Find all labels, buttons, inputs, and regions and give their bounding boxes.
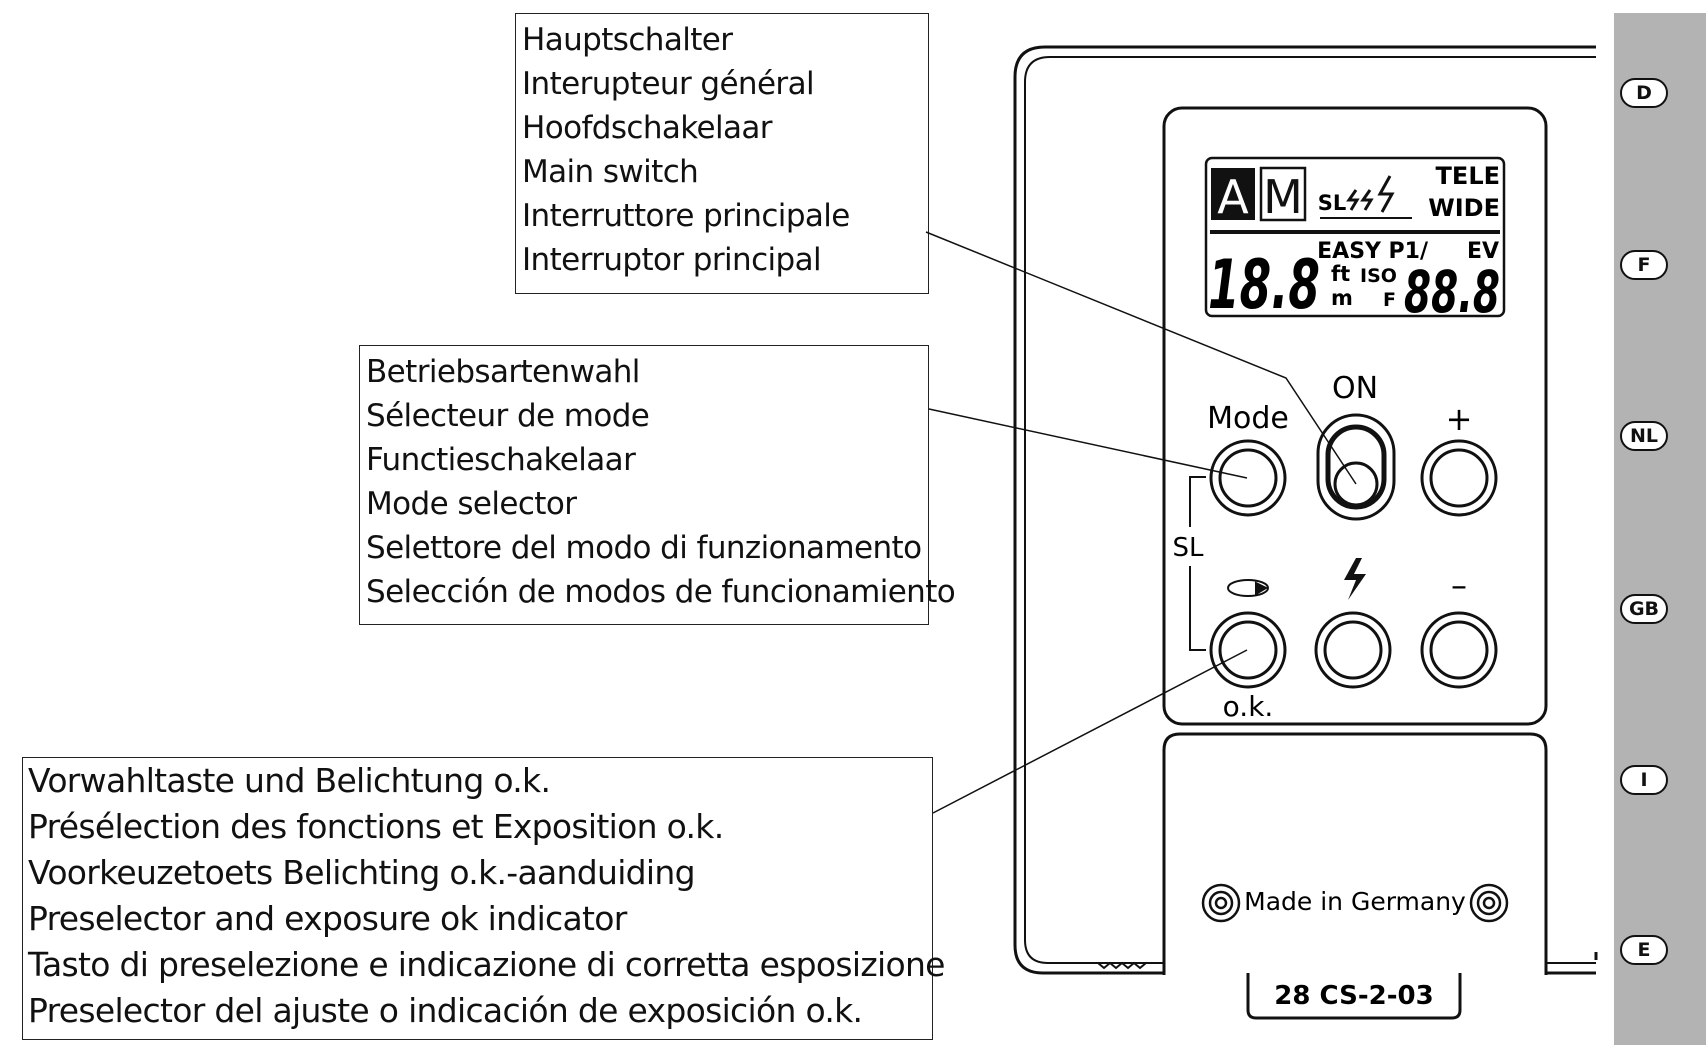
lcd-mode-m-box <box>1259 166 1307 222</box>
preselect-ok-button <box>1209 611 1287 689</box>
lcd-iso: ISO <box>1360 265 1397 287</box>
device-housing <box>1013 45 1598 975</box>
language-badge-e[interactable]: E <box>1620 935 1668 965</box>
callout-mode-selector: Betriebsartenwahl Sélecteur de mode Func… <box>359 345 956 625</box>
on-label: ON <box>1332 371 1378 406</box>
sl-bracket <box>1189 476 1206 651</box>
leader-main-switch <box>925 231 1357 485</box>
lcd-display: A M SL TELE WIDE EASY P1/ EV 18.8 ft m I… <box>1204 156 1506 326</box>
lcd-right-digits: 88.8 <box>1404 258 1500 326</box>
lcd-p1: P1/ <box>1389 239 1429 264</box>
sl-label: SL <box>1173 533 1205 563</box>
language-sidebar <box>1614 13 1706 1045</box>
lcd-sl: SL <box>1318 191 1347 215</box>
callout-line: Main switch <box>522 154 699 190</box>
screw-right-icon <box>1469 883 1509 923</box>
callout-line: Preselector del ajuste o indicación de e… <box>28 991 863 1030</box>
language-badge-nl[interactable]: NL <box>1620 421 1668 451</box>
leader-mode-selector <box>928 408 1248 479</box>
lcd-ft: ft <box>1331 262 1350 286</box>
callout-line: Voorkeuzetoets Belichting o.k.-aanduidin… <box>28 853 696 892</box>
leader-preselector <box>932 649 1248 814</box>
flash-button <box>1314 611 1392 689</box>
callout-line: Tasto di preselezione e indicazione di c… <box>28 945 945 984</box>
callout-main-switch: Hauptschalter Interupteur général Hoofds… <box>515 13 929 294</box>
rotate-icon <box>1227 579 1269 597</box>
ok-label: o.k. <box>1223 690 1274 723</box>
callout-preselector: Vorwahltaste und Belichtung o.k. Préséle… <box>22 757 945 1040</box>
language-badge-gb[interactable]: GB <box>1620 594 1668 624</box>
callout-line: Mode selector <box>366 486 577 522</box>
mode-button <box>1209 439 1287 517</box>
plus-button <box>1420 439 1498 517</box>
lcd-ev: EV <box>1467 239 1499 264</box>
lcd-m: m <box>1331 286 1353 310</box>
mode-label: Mode <box>1207 401 1289 436</box>
minus-button <box>1420 611 1498 689</box>
callout-line: Interruptor principal <box>522 242 822 278</box>
model-code-tab <box>1246 973 1462 1020</box>
language-badge-i[interactable]: I <box>1620 765 1668 795</box>
lcd-flash-symbols <box>1346 175 1395 213</box>
callout-line: Preselector and exposure ok indicator <box>28 899 627 938</box>
plus-label: + <box>1446 400 1473 438</box>
made-in-label: Made in Germany <box>1244 887 1466 916</box>
callout-line: Interupteur général <box>522 66 815 102</box>
language-badge-f[interactable]: F <box>1620 250 1668 280</box>
lcd-left-digits: 18.8 <box>1208 246 1320 325</box>
callout-line: Selección de modos de funcionamiento <box>366 574 956 610</box>
main-switch-button <box>1316 413 1396 521</box>
lcd-f: F <box>1383 289 1396 311</box>
lcd-mode-m: M <box>1263 170 1303 224</box>
flash-icon <box>1344 558 1366 600</box>
lcd-tele: TELE <box>1436 162 1500 190</box>
leader-lines <box>925 231 1357 814</box>
housing-grip-detail <box>1097 961 1147 970</box>
minus-label: – <box>1451 566 1467 604</box>
callout-line: Selettore del modo di funzionamento <box>366 530 922 566</box>
lcd-mode-a-box <box>1211 168 1255 220</box>
battery-cover-plate <box>1162 732 1548 975</box>
model-code: 28 CS-2-03 <box>1274 981 1433 1011</box>
lcd-easy: EASY <box>1317 239 1382 264</box>
callout-line: Sélecteur de mode <box>366 398 650 434</box>
callout-line: Interruttore principale <box>522 198 850 234</box>
callout-line: Functieschakelaar <box>366 442 636 478</box>
callout-line: Betriebsartenwahl <box>366 354 640 390</box>
language-badge-d[interactable]: D <box>1620 78 1668 108</box>
callout-line: Hauptschalter <box>522 22 733 58</box>
callout-line: Vorwahltaste und Belichtung o.k. <box>28 761 551 800</box>
lcd-frame <box>1204 156 1506 318</box>
callout-line: Présélection des fonctions et Exposition… <box>28 807 724 846</box>
lcd-mode-a: A <box>1217 170 1249 224</box>
screw-left-icon <box>1201 883 1241 923</box>
lcd-wide: WIDE <box>1428 194 1500 222</box>
callout-line: Hoofdschakelaar <box>522 110 773 146</box>
